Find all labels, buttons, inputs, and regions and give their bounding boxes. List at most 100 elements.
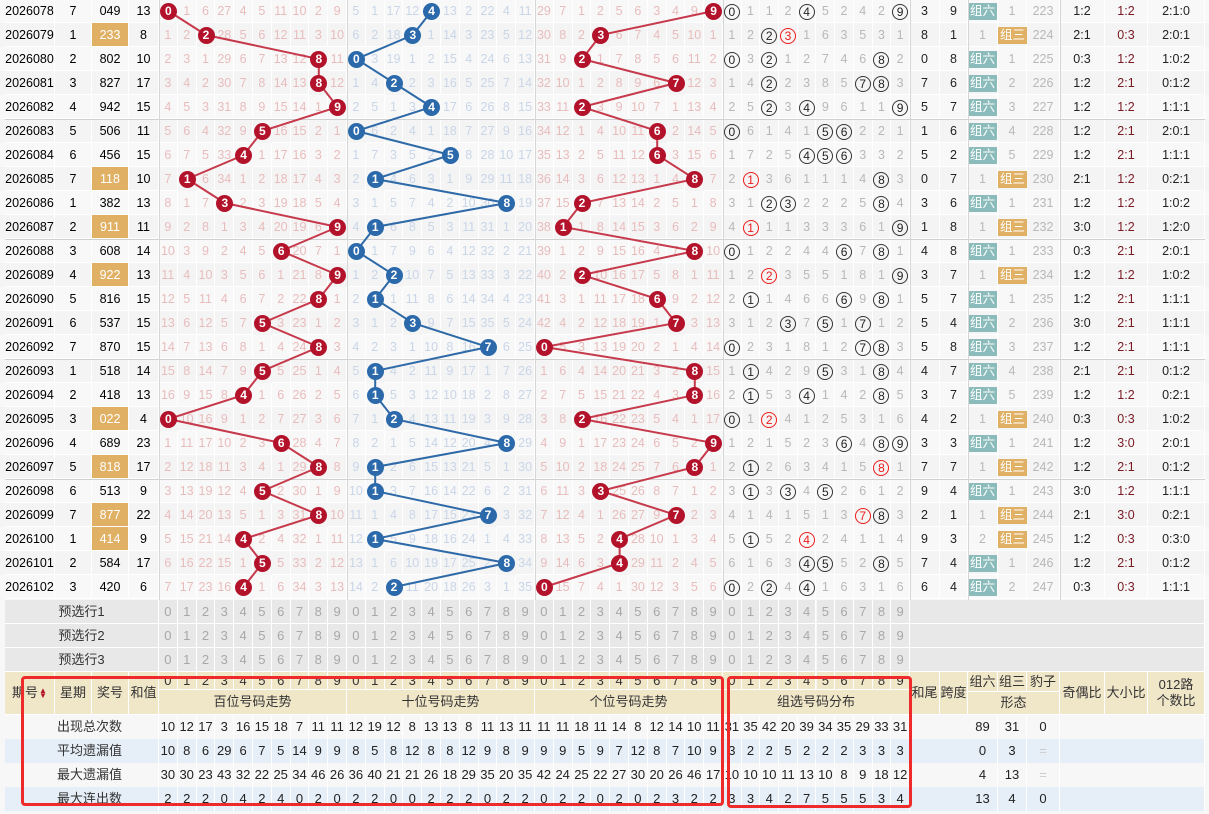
preselect-digit[interactable]: 2 <box>572 648 592 672</box>
preselect-digit[interactable]: 7 <box>478 600 498 624</box>
preselect-digit[interactable]: 1 <box>365 600 385 624</box>
preselect-digit[interactable]: 6 <box>271 648 291 672</box>
preselect-digit[interactable]: 5 <box>441 648 460 672</box>
preselect-digit[interactable]: 9 <box>328 648 347 672</box>
preselect-digit[interactable]: 2 <box>384 624 404 648</box>
preselect-digit[interactable]: 2 <box>572 624 592 648</box>
preselect-digit[interactable]: 5 <box>253 624 272 648</box>
preselect-digit[interactable]: 0 <box>159 600 178 624</box>
preselect-digit[interactable]: 5 <box>441 600 460 624</box>
preselect-digit[interactable]: 1 <box>177 600 197 624</box>
preselect-digit[interactable]: 3 <box>779 648 798 672</box>
preselect-digit[interactable]: 7 <box>478 648 498 672</box>
preselect-digit[interactable]: 9 <box>891 600 910 624</box>
preselect-digit[interactable]: 9 <box>704 624 723 648</box>
preselect-digit[interactable]: 0 <box>723 600 742 624</box>
preselect-digit[interactable]: 3 <box>591 648 611 672</box>
preselect-digit[interactable]: 9 <box>704 600 723 624</box>
preselect-digit[interactable]: 8 <box>497 624 517 648</box>
preselect-digit[interactable]: 1 <box>553 600 573 624</box>
period-header[interactable]: 期号▲▼ <box>5 672 55 715</box>
preselect-digit[interactable]: 6 <box>459 600 479 624</box>
preselect-digit[interactable]: 6 <box>271 624 291 648</box>
preselect-digit[interactable]: 2 <box>196 624 216 648</box>
preselect-digit[interactable]: 1 <box>741 648 761 672</box>
preselect-digit[interactable]: 0 <box>535 600 554 624</box>
preselect-digit[interactable]: 8 <box>309 648 329 672</box>
preselect-digit[interactable]: 5 <box>253 600 272 624</box>
preselect-digit[interactable]: 0 <box>723 624 742 648</box>
preselect-digit[interactable]: 9 <box>704 648 723 672</box>
preselect-digit[interactable]: 4 <box>422 648 441 672</box>
preselect-digit[interactable]: 6 <box>647 624 667 648</box>
preselect-digit[interactable]: 8 <box>497 648 517 672</box>
preselect-digit[interactable]: 0 <box>159 648 178 672</box>
preselect-digit[interactable]: 5 <box>629 624 648 648</box>
preselect-digit[interactable]: 4 <box>234 648 253 672</box>
preselect-digit[interactable]: 4 <box>234 624 253 648</box>
preselect-digit[interactable]: 2 <box>384 600 404 624</box>
preselect-digit[interactable]: 9 <box>516 624 535 648</box>
preselect-digit[interactable]: 6 <box>271 600 291 624</box>
preselect-digit[interactable]: 2 <box>196 600 216 624</box>
preselect-digit[interactable]: 4 <box>422 624 441 648</box>
preselect-digit[interactable]: 4 <box>422 600 441 624</box>
preselect-digit[interactable]: 3 <box>779 624 798 648</box>
preselect-digit[interactable]: 3 <box>215 648 235 672</box>
preselect-digit[interactable]: 7 <box>853 648 873 672</box>
preselect-digit[interactable]: 6 <box>835 600 854 624</box>
preselect-digit[interactable]: 4 <box>797 648 817 672</box>
preselect-digit[interactable]: 7 <box>290 600 310 624</box>
preselect-digit[interactable]: 2 <box>760 648 780 672</box>
preselect-digit[interactable]: 8 <box>309 600 329 624</box>
preselect-digit[interactable]: 8 <box>872 648 892 672</box>
preselect-digit[interactable]: 8 <box>685 600 705 624</box>
preselect-digit[interactable]: 1 <box>741 600 761 624</box>
preselect-digit[interactable]: 4 <box>234 600 253 624</box>
preselect-digit[interactable]: 0 <box>535 648 554 672</box>
preselect-digit[interactable]: 9 <box>328 600 347 624</box>
preselect-digit[interactable]: 5 <box>629 648 648 672</box>
preselect-digit[interactable]: 3 <box>403 624 423 648</box>
preselect-digit[interactable]: 7 <box>666 648 686 672</box>
preselect-digit[interactable]: 0 <box>347 600 366 624</box>
preselect-digit[interactable]: 5 <box>441 624 460 648</box>
preselect-digit[interactable]: 6 <box>835 624 854 648</box>
preselect-digit[interactable]: 4 <box>797 600 817 624</box>
preselect-digit[interactable]: 1 <box>177 624 197 648</box>
preselect-digit[interactable]: 1 <box>553 624 573 648</box>
preselect-digit[interactable]: 9 <box>891 648 910 672</box>
preselect-digit[interactable]: 2 <box>760 600 780 624</box>
preselect-digit[interactable]: 0 <box>347 648 366 672</box>
preselect-digit[interactable]: 7 <box>666 624 686 648</box>
preselect-digit[interactable]: 9 <box>328 624 347 648</box>
preselect-digit[interactable]: 7 <box>478 624 498 648</box>
preselect-digit[interactable]: 8 <box>309 624 329 648</box>
preselect-digit[interactable]: 8 <box>685 648 705 672</box>
preselect-digit[interactable]: 1 <box>365 648 385 672</box>
sort-arrows-icon[interactable]: ▲▼ <box>39 686 47 700</box>
preselect-digit[interactable]: 0 <box>723 648 742 672</box>
preselect-digit[interactable]: 0 <box>347 624 366 648</box>
preselect-digit[interactable]: 9 <box>891 624 910 648</box>
preselect-digit[interactable]: 2 <box>196 648 216 672</box>
preselect-digit[interactable]: 6 <box>459 624 479 648</box>
preselect-digit[interactable]: 3 <box>779 600 798 624</box>
preselect-digit[interactable]: 5 <box>816 600 836 624</box>
preselect-digit[interactable]: 1 <box>741 624 761 648</box>
preselect-digit[interactable]: 6 <box>647 600 667 624</box>
preselect-digit[interactable]: 2 <box>572 600 592 624</box>
preselect-digit[interactable]: 0 <box>535 624 554 648</box>
preselect-digit[interactable]: 1 <box>553 648 573 672</box>
preselect-digit[interactable]: 5 <box>629 600 648 624</box>
preselect-digit[interactable]: 3 <box>591 600 611 624</box>
preselect-digit[interactable]: 2 <box>760 624 780 648</box>
preselect-digit[interactable]: 5 <box>816 648 836 672</box>
preselect-digit[interactable]: 7 <box>853 600 873 624</box>
preselect-digit[interactable]: 3 <box>403 648 423 672</box>
preselect-digit[interactable]: 2 <box>384 648 404 672</box>
preselect-digit[interactable]: 6 <box>835 648 854 672</box>
preselect-digit[interactable]: 5 <box>816 624 836 648</box>
preselect-digit[interactable]: 0 <box>159 624 178 648</box>
preselect-digit[interactable]: 4 <box>610 624 629 648</box>
